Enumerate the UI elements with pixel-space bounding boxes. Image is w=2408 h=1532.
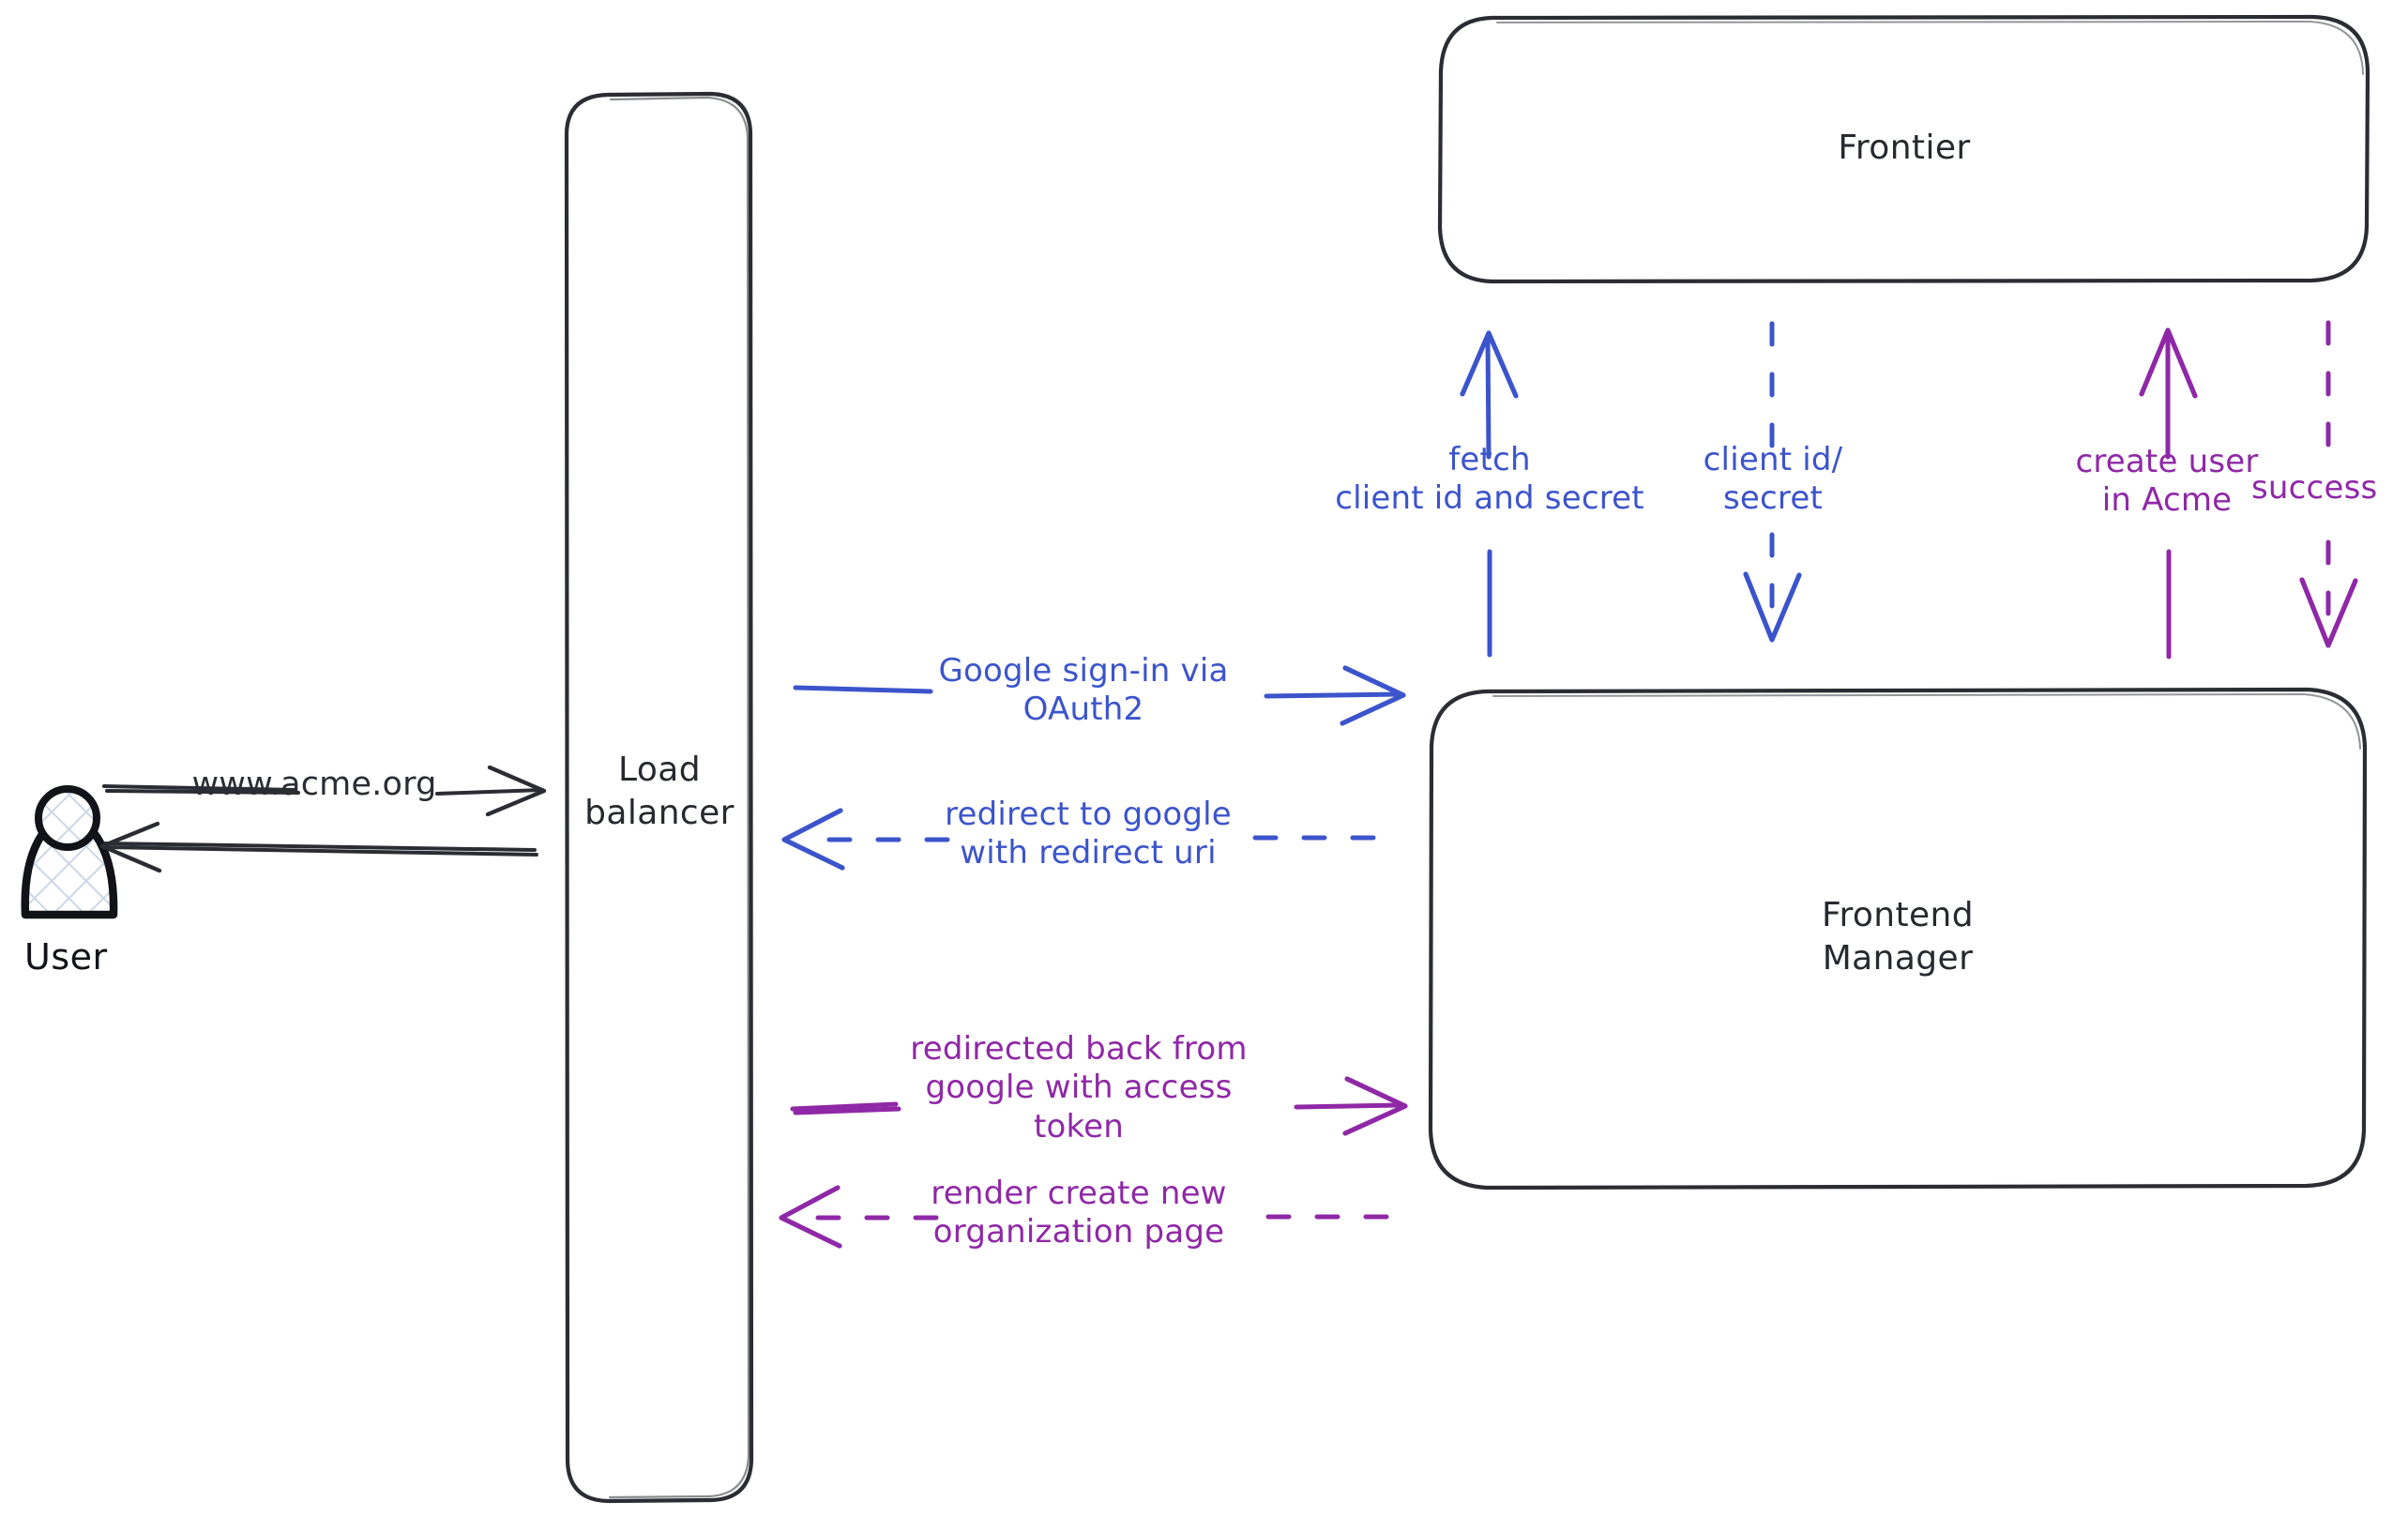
edge-frontier-to-fm-creds-arrow xyxy=(1743,321,1802,643)
node-frontend-manager-shape[interactable] xyxy=(1428,687,2368,1191)
edge-label-fm-to-frontier-fetch: fetch client id and secret xyxy=(1335,441,1644,518)
edge-fm-to-frontier-create-arrow xyxy=(2139,327,2198,660)
edge-fm-to-lb-render-arrow xyxy=(779,1185,1407,1249)
edge-label-lb-to-fm-signin: Google sign-in via OAuth2 xyxy=(938,652,1229,729)
edge-user-to-lb-arrow xyxy=(102,765,547,817)
node-load-balancer-shape[interactable] xyxy=(564,91,754,1504)
node-frontier-shape[interactable] xyxy=(1437,14,2370,284)
edge-label-frontier-to-fm-success: success xyxy=(2251,469,2378,507)
edge-lb-to-fm-token-arrow xyxy=(790,1076,1408,1136)
user-label: User xyxy=(24,936,108,978)
edge-fm-to-frontier-fetch-arrow xyxy=(1460,330,1519,658)
edge-label-user-to-lb: www.acme.org xyxy=(191,766,437,803)
edge-lb-to-user-arrow xyxy=(99,821,538,873)
person-icon xyxy=(21,785,118,919)
edge-frontier-to-fm-success-arrow xyxy=(2299,320,2358,648)
edge-fm-to-lb-redirect-arrow xyxy=(781,808,1404,871)
edge-lb-to-fm-signin-arrow xyxy=(793,665,1406,726)
edge-label-fm-to-frontier-create: create user in Acme xyxy=(2075,443,2259,520)
edge-label-lb-to-fm-token: redirected back from google with access … xyxy=(910,1030,1248,1145)
edge-label-frontier-to-fm-creds: client id/ secret xyxy=(1703,441,1843,518)
edge-label-fm-to-lb-redirect: redirect to google with redirect uri xyxy=(945,796,1232,872)
edge-label-fm-to-lb-render: render create new organization page xyxy=(931,1175,1227,1251)
